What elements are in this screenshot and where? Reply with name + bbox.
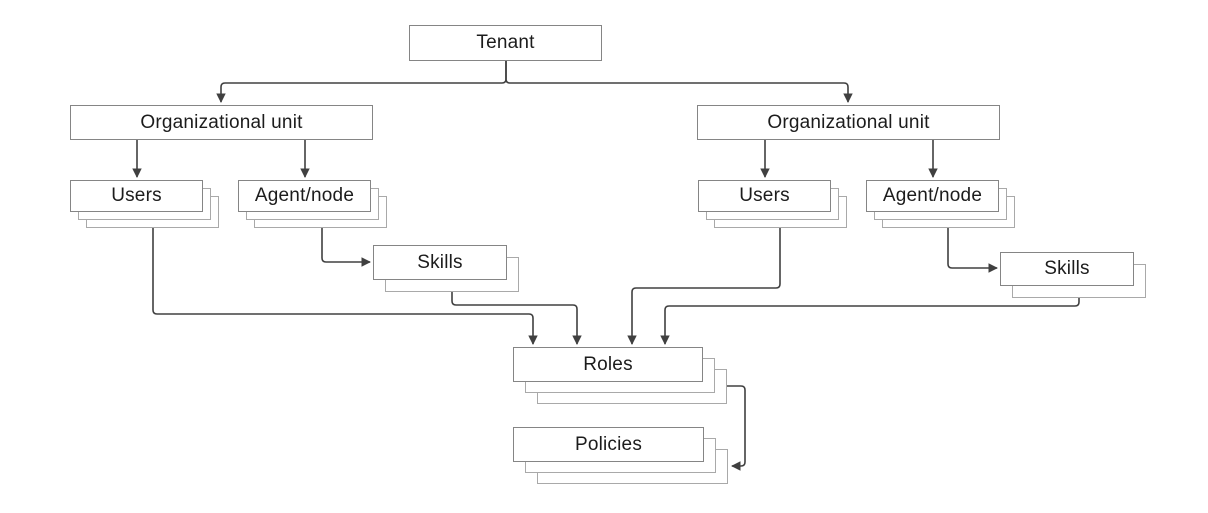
org-unit-left-node: Organizational unit [70,105,373,140]
edge-agent-left-to-skills-left [321,228,371,267]
edge-skills-left-to-roles [451,292,582,345]
skills-right-label: Skills [1044,258,1090,279]
edge-agent-right-to-skills-right [947,228,998,273]
edge-skills-right-to-roles [660,298,1080,345]
edge-users-left-to-roles [152,228,538,345]
edge-tenant-to-ou-right [505,61,853,103]
users-right-node: Users [698,180,847,228]
agent-node-right-label: Agent/node [882,185,983,206]
edge-users-right-to-roles [627,228,781,345]
skills-right-node: Skills [1000,252,1146,298]
policies-node: Policies [513,427,728,484]
skills-left-label: Skills [417,251,463,273]
org-unit-right-label: Organizational unit [767,111,930,133]
edge-roles-to-policies [727,385,746,471]
roles-label: Roles [583,353,633,375]
agent-node-left-label: Agent/node [254,185,355,206]
roles-node: Roles [513,347,727,404]
skills-left-node: Skills [373,245,519,292]
tenant-node: Tenant [409,25,602,61]
edge-tenant-to-ou-left [216,61,507,103]
agent-node-left-node: Agent/node [238,180,387,228]
users-left-node: Users [70,180,219,228]
tenant-label: Tenant [476,32,535,53]
users-left-label: Users [111,185,162,206]
policies-label: Policies [574,433,643,455]
org-unit-left-label: Organizational unit [140,111,303,133]
org-unit-right-node: Organizational unit [697,105,1000,140]
agent-node-right-node: Agent/node [866,180,1015,228]
users-right-label: Users [739,185,790,206]
